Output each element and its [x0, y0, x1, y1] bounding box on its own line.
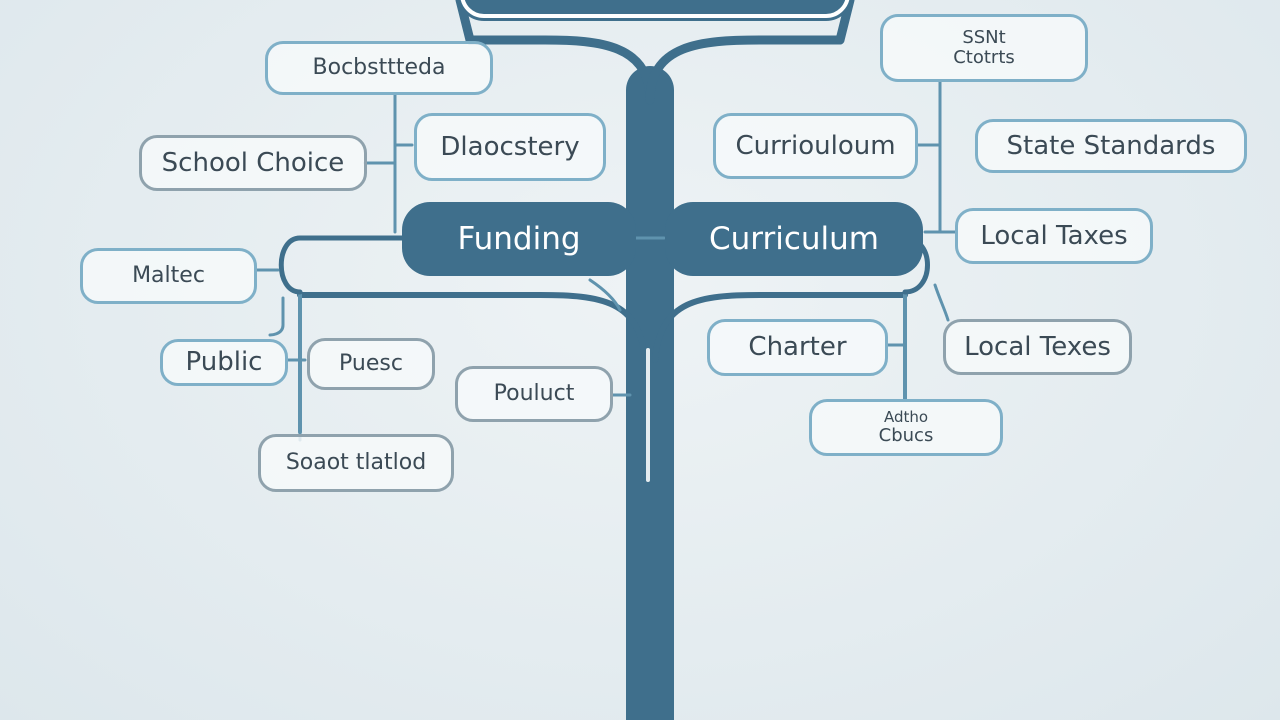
local-taxes-node[interactable]: Local Taxes	[955, 208, 1153, 264]
public-label: Public	[185, 347, 263, 378]
dlaocstery-label: Dlaocstery	[440, 131, 580, 162]
maltec-node[interactable]: Maltec	[80, 248, 257, 304]
local-texes-node[interactable]: Local Texes	[943, 319, 1132, 375]
soaot-tlatlod-label: Soaot tlatlod	[285, 449, 427, 475]
curriculum-main-label: Curriculum	[708, 220, 879, 257]
ssn-label-line1: SSNt	[962, 27, 1006, 49]
charter-label: Charter	[748, 332, 847, 363]
charter-node[interactable]: Charter	[707, 319, 888, 376]
funding-node[interactable]: Funding	[402, 202, 636, 276]
ssn-node[interactable]: SSNt Ctotrts	[880, 14, 1088, 82]
puesc-node[interactable]: Puesc	[307, 338, 435, 390]
school-choice-node[interactable]: School Choice	[139, 135, 367, 191]
local-texes-label: Local Texes	[964, 331, 1111, 362]
adtho-label-line2: Cbucs	[878, 424, 934, 446]
root-node[interactable]	[460, 0, 850, 18]
curriouloum-label: Curriouloum	[735, 130, 896, 161]
soaot-tlatlod-node[interactable]: Soaot tlatlod	[258, 434, 454, 492]
adtho-label-line1: Adtho	[883, 408, 929, 427]
dlaocstery-node[interactable]: Dlaocstery	[414, 113, 606, 181]
curriouloum-node[interactable]: Curriouloum	[713, 113, 918, 179]
adtho-node[interactable]: Adtho Cbucs	[809, 399, 1003, 456]
puesc-label: Puesc	[339, 350, 403, 376]
state-standards-label: State Standards	[1006, 130, 1216, 161]
school-choice-label: School Choice	[161, 147, 345, 178]
public-node[interactable]: Public	[160, 339, 288, 386]
curriculum-main-node[interactable]: Curriculum	[665, 202, 923, 276]
bocbsttteda-label: Bocbsttteda	[312, 54, 446, 80]
pouluct-node[interactable]: Pouluct	[455, 366, 613, 422]
pouluct-label: Pouluct	[493, 380, 575, 406]
maltec-label: Maltec	[132, 262, 205, 288]
bocbsttteda-node[interactable]: Bocbsttteda	[265, 41, 493, 95]
local-taxes-label: Local Taxes	[980, 220, 1128, 251]
state-standards-node[interactable]: State Standards	[975, 119, 1247, 173]
ssn-label-line2: Ctotrts	[953, 47, 1015, 68]
funding-label: Funding	[457, 220, 581, 257]
